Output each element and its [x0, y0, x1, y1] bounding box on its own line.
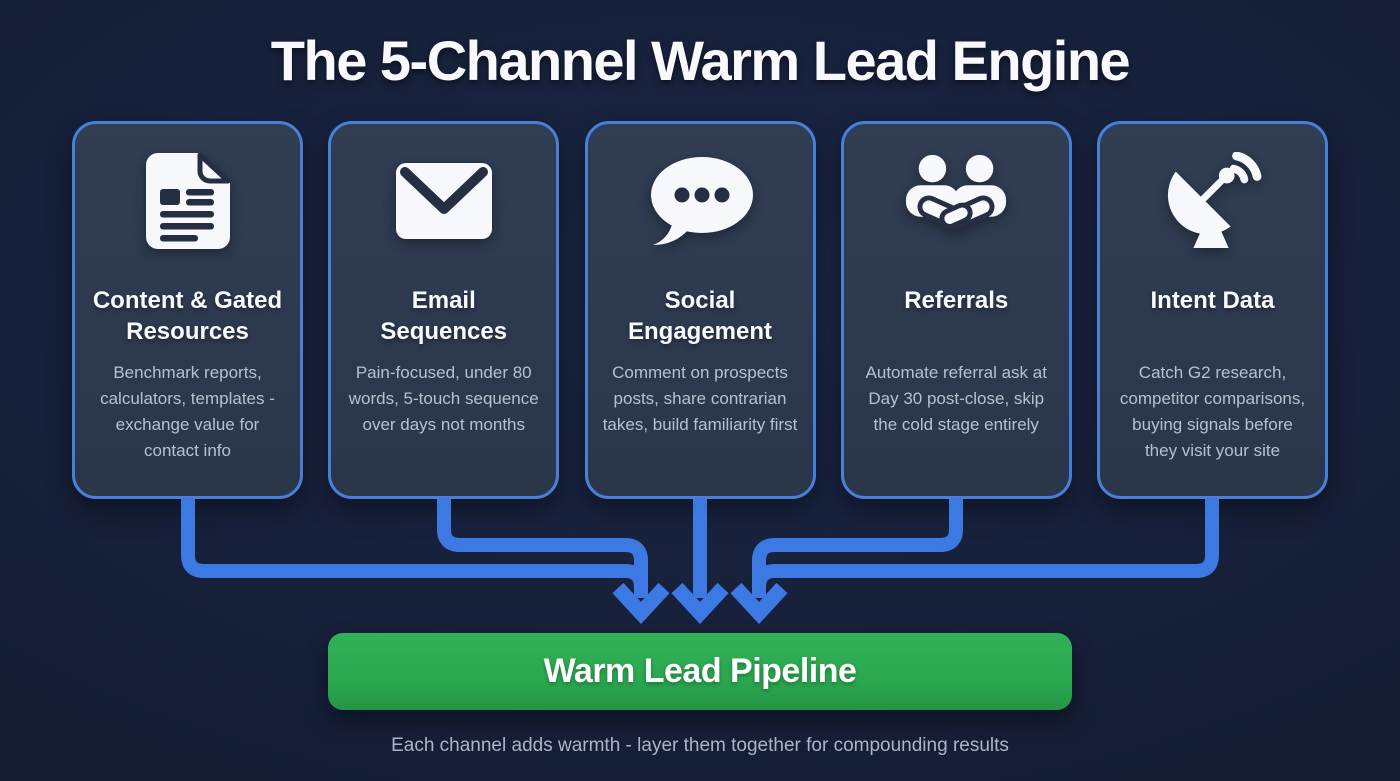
- warm-lead-pipeline-banner: Warm Lead Pipeline: [328, 633, 1072, 710]
- arrow-from-email-card: [437, 498, 648, 598]
- card-description: Automate referral ask at Day 30 post-clo…: [865, 363, 1047, 434]
- speech-bubble-icon: [602, 152, 799, 250]
- satellite-dish-icon: [1114, 152, 1311, 250]
- arrow-from-intent-card: [752, 498, 1219, 598]
- document-icon: [89, 152, 286, 250]
- arrow-from-referrals-card: [752, 498, 963, 598]
- footer-caption: Each channel adds warmth - layer them to…: [391, 735, 1009, 756]
- card-title: Referrals: [904, 287, 1009, 314]
- channel-cards-row: Content & Gated Resources Benchmark repo…: [72, 121, 1328, 499]
- channel-card-referrals: Referrals Automate referral ask at Day 3…: [840, 121, 1072, 499]
- card-title: Social Engagement: [627, 287, 773, 345]
- card-description: Benchmark reports, calculators, template…: [100, 363, 275, 460]
- arrowhead-center: [671, 582, 729, 625]
- page-title: The 5-Channel Warm Lead Engine: [270, 29, 1131, 92]
- arrowhead-right: [730, 582, 788, 625]
- channel-card-social-engagement: Social Engagement Comment on prospects p…: [584, 121, 816, 499]
- card-description: Catch G2 research, competitor comparison…: [1119, 363, 1306, 460]
- card-description: Pain-focused, under 80 words, 5-touch se…: [348, 363, 539, 434]
- card-title: Intent Data: [1150, 287, 1275, 314]
- channel-card-content-gated-resources: Content & Gated Resources Benchmark repo…: [72, 121, 303, 499]
- channel-card-email-sequences: Email Sequences Pain-focused, under 80 w…: [328, 121, 560, 499]
- card-title: Content & Gated Resources: [92, 287, 283, 345]
- arrow-from-content-card: [181, 498, 648, 598]
- channel-card-intent-data: Intent Data Catch G2 research, competito…: [1097, 121, 1328, 499]
- handshake-referral-icon: [858, 152, 1055, 250]
- card-description: Comment on prospects posts, share contra…: [602, 363, 798, 434]
- envelope-icon: [345, 152, 542, 250]
- arrowhead-left: [612, 582, 670, 625]
- card-title: Email Sequences: [380, 287, 508, 345]
- pipeline-label: Warm Lead Pipeline: [543, 652, 857, 690]
